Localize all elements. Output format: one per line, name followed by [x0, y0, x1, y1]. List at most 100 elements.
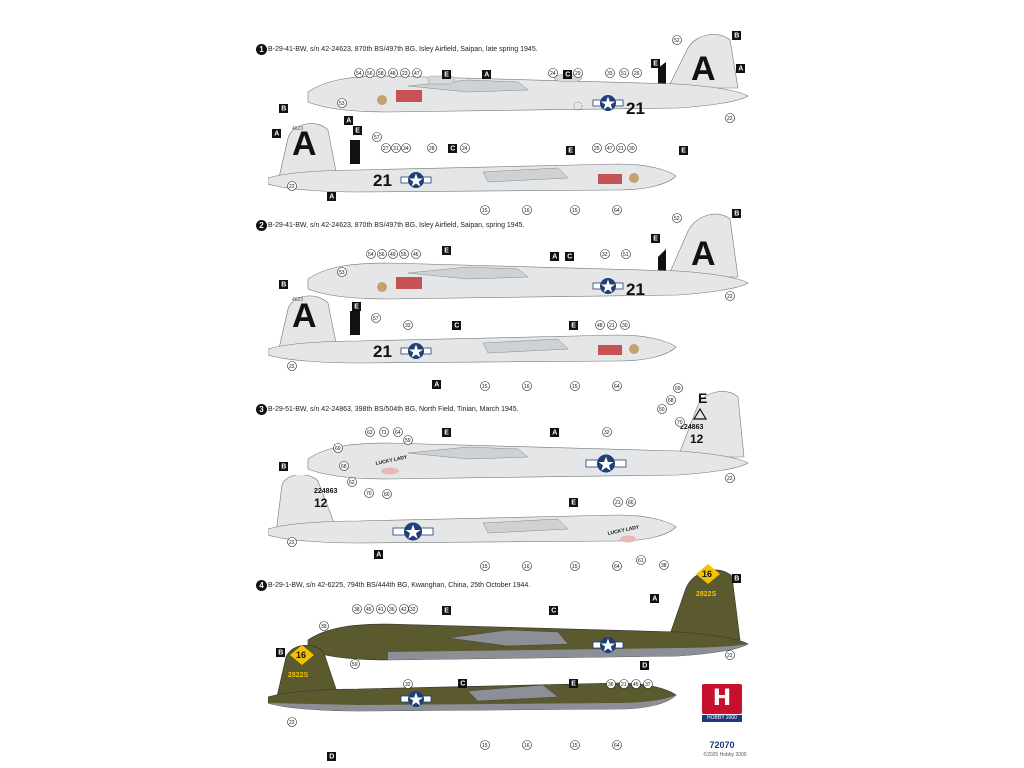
callout-22: 22	[725, 291, 735, 301]
marker-c: C	[458, 679, 467, 688]
svg-text:21: 21	[621, 682, 627, 688]
callout-41: 41	[376, 604, 386, 614]
fin-diamond	[290, 645, 314, 665]
callout-46: 46	[411, 249, 421, 259]
callout-22: 22	[725, 473, 735, 483]
tail-letter: E	[698, 390, 707, 406]
vertical-fin	[277, 295, 339, 354]
callout-22: 22	[725, 650, 735, 660]
marker-e: E	[651, 59, 660, 68]
svg-text:70: 70	[677, 420, 683, 426]
marker-a: A	[344, 116, 353, 125]
svg-text:50: 50	[659, 407, 665, 413]
insignia	[585, 454, 627, 473]
svg-text:32: 32	[405, 682, 411, 688]
svg-text:32: 32	[602, 252, 608, 258]
svg-text:15: 15	[482, 743, 488, 749]
svg-text:E: E	[571, 681, 576, 688]
callout-59: 59	[403, 435, 413, 445]
svg-text:52: 52	[674, 38, 680, 44]
marker-b: B	[732, 31, 741, 40]
marker-a: A	[327, 192, 336, 201]
callout-16: 16	[522, 740, 532, 750]
svg-text:36: 36	[608, 682, 614, 688]
callout-16: 16	[522, 205, 532, 215]
svg-text:16: 16	[524, 743, 530, 749]
scheme-number: 3	[256, 404, 267, 415]
callout-68: 68	[339, 461, 349, 471]
insignia	[400, 172, 432, 188]
callout-26: 26	[632, 68, 642, 78]
svg-text:53: 53	[339, 270, 345, 276]
tail-letter: A	[292, 125, 317, 163]
nose-art	[598, 344, 639, 355]
callout-15: 15	[480, 381, 490, 391]
callout-24: 24	[460, 143, 470, 153]
callout-15: 15	[480, 205, 490, 215]
marker-e: E	[442, 428, 451, 437]
svg-text:59: 59	[352, 662, 358, 668]
fin-serial: 4623	[292, 126, 303, 132]
callout-47: 47	[605, 143, 615, 153]
svg-text:B: B	[278, 650, 283, 657]
marker-e: E	[566, 146, 575, 155]
wing-root	[467, 684, 559, 702]
callout-16: 16	[522, 381, 532, 391]
svg-text:D: D	[642, 663, 647, 670]
callout-27: 27	[381, 143, 391, 153]
marker-e: E	[442, 70, 451, 79]
svg-text:A: A	[652, 596, 657, 603]
callout-22: 22	[287, 361, 297, 371]
callout-63: 63	[365, 427, 375, 437]
fin-serial: 224863	[314, 488, 337, 495]
callout-21: 21	[619, 679, 629, 689]
logo-box: H	[702, 684, 742, 714]
svg-text:15: 15	[572, 208, 578, 214]
svg-text:15: 15	[482, 564, 488, 570]
marker-e: E	[679, 146, 688, 155]
marker-c: C	[565, 252, 574, 261]
svg-text:42: 42	[401, 607, 407, 613]
callout-29: 29	[573, 68, 583, 78]
callout-22: 22	[725, 113, 735, 123]
callout-64: 64	[393, 427, 403, 437]
callout-32: 32	[602, 427, 612, 437]
svg-text:60: 60	[384, 492, 390, 498]
svg-text:39: 39	[321, 624, 327, 630]
fin-number: 12	[690, 432, 704, 446]
fuselage-number: 21	[626, 280, 645, 299]
marker-a: A	[272, 129, 281, 138]
svg-text:37: 37	[645, 682, 651, 688]
callout-69: 69	[333, 443, 343, 453]
svg-text:A: A	[738, 66, 743, 73]
tail-letter: A	[691, 50, 716, 88]
svg-text:21: 21	[615, 500, 621, 506]
svg-text:A: A	[329, 194, 334, 201]
callout-15: 15	[480, 561, 490, 571]
marker-e: E	[442, 606, 451, 615]
svg-text:54: 54	[356, 71, 362, 77]
svg-text:55: 55	[401, 252, 407, 258]
marker-b: B	[279, 462, 288, 471]
callout-28: 28	[427, 143, 437, 153]
scheme-caption: B-29-51-BW, s/n 42-24863, 398th BS/504th…	[268, 406, 519, 413]
marker-a: A	[374, 550, 383, 559]
aircraft-profile-right: E 224863 12 LUCKY LADY	[307, 390, 749, 480]
fuselage	[268, 334, 677, 364]
callout-15: 15	[570, 381, 580, 391]
fin-number: 16	[296, 650, 306, 660]
marker-e: E	[569, 679, 578, 688]
callout-21: 21	[616, 143, 626, 153]
callout-32: 32	[403, 320, 413, 330]
svg-text:26: 26	[634, 71, 640, 77]
fin-serial: 224863	[680, 424, 703, 431]
marker-d: D	[640, 661, 649, 670]
svg-text:C: C	[450, 146, 455, 153]
copyright: ©2025 Hobby 2000	[703, 752, 747, 758]
callout-53: 53	[337, 98, 347, 108]
svg-text:46: 46	[413, 252, 419, 258]
marker-b: B	[279, 104, 288, 113]
marker-b: B	[279, 280, 288, 289]
